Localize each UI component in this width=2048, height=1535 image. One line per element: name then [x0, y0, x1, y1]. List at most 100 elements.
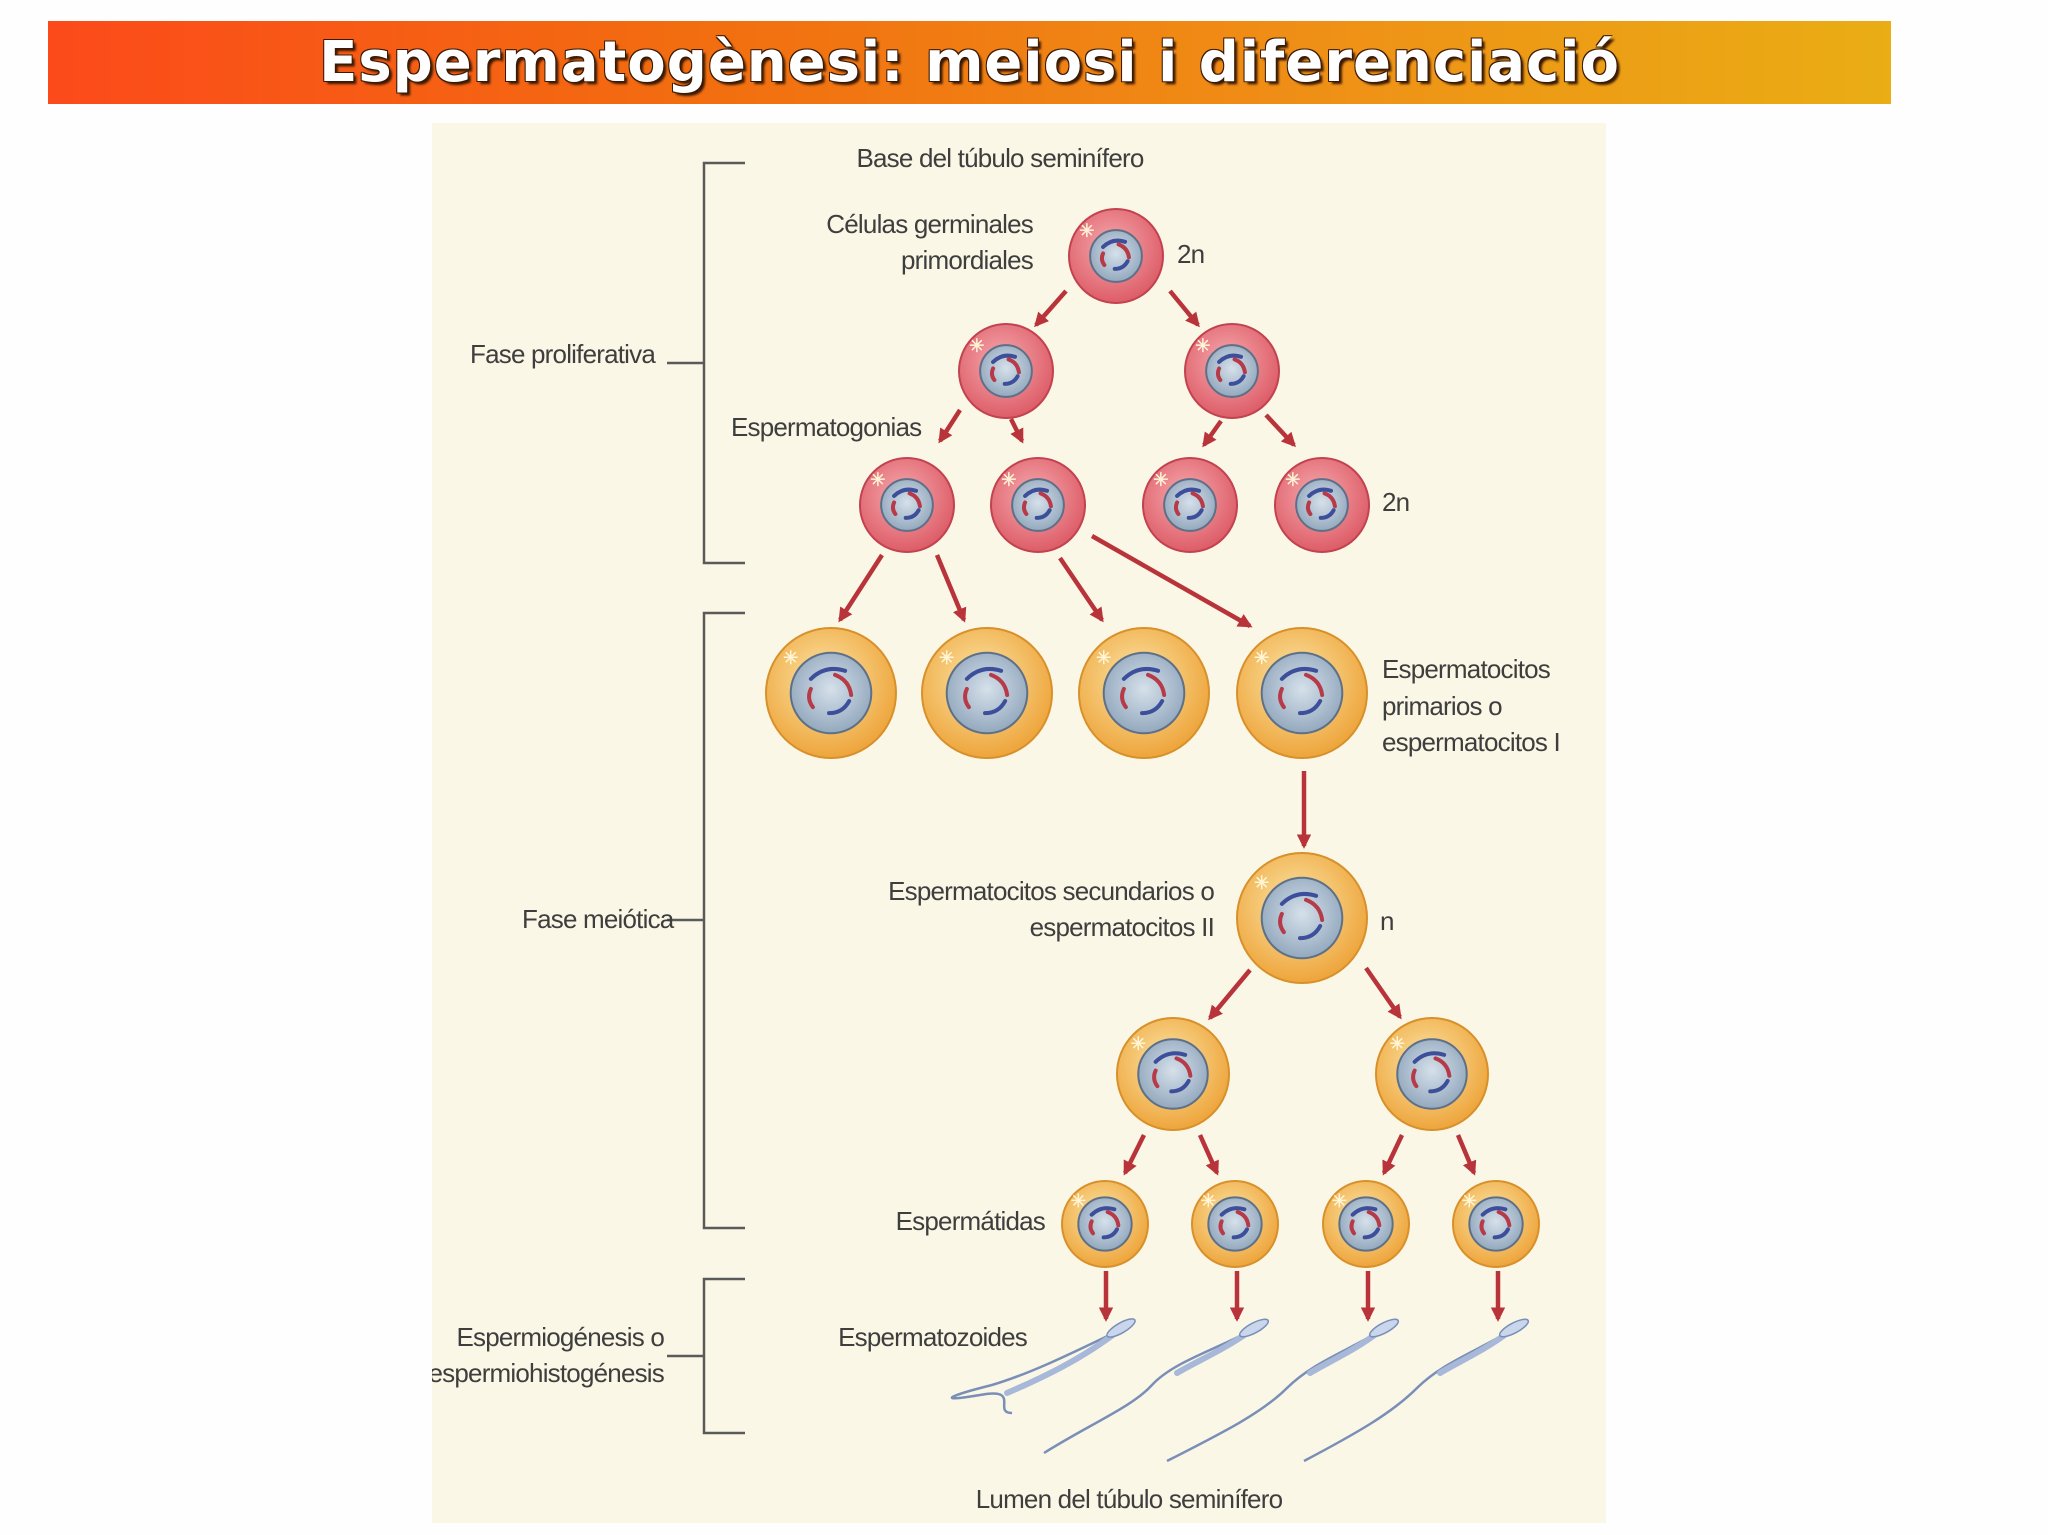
centrosome-icon	[969, 338, 984, 353]
label-primary-line3: espermatocitos I	[1382, 727, 1560, 757]
chromosome	[1349, 1219, 1357, 1236]
chromosome	[1002, 374, 1020, 386]
chromosome	[1034, 508, 1052, 520]
nucleus	[945, 651, 1029, 735]
chromosome	[1217, 353, 1244, 364]
nucleus	[979, 344, 1033, 398]
chromosome	[982, 699, 1008, 716]
primary-spermatocyte-cell	[765, 627, 897, 759]
chromosome	[1350, 1206, 1378, 1217]
nucleus	[1260, 651, 1344, 735]
chromosome	[1186, 508, 1204, 520]
chromosome	[1366, 1210, 1382, 1228]
chromosome	[1152, 1068, 1160, 1089]
nucleus	[1163, 478, 1217, 532]
spermatid-cell	[1061, 1180, 1149, 1268]
label-primordial-line1: Células germinales	[826, 209, 1034, 239]
diagram-canvas: Base del túbulo seminífero Células germi…	[432, 143, 1561, 1514]
chromosome	[1006, 357, 1021, 375]
centrosome-icon	[870, 472, 885, 487]
chromosome	[1304, 672, 1325, 698]
chromosome	[1038, 491, 1053, 509]
label-base-tubule: Base del túbulo seminífero	[856, 143, 1143, 173]
arrow	[1202, 419, 1223, 448]
nucleus	[789, 651, 873, 735]
label-primary-line1: Espermatocitos	[1382, 654, 1551, 684]
chromosome	[1101, 1227, 1119, 1240]
chromosome	[1232, 357, 1247, 375]
centrosome-icon	[1285, 472, 1300, 487]
chromosome	[1112, 259, 1130, 271]
chromosome	[1480, 1206, 1508, 1217]
spermatogonium-cell	[859, 457, 955, 553]
centrosome-icon	[1001, 472, 1016, 487]
chromosome	[1099, 251, 1107, 268]
chromosome	[1169, 1078, 1191, 1094]
arrow	[1008, 417, 1025, 444]
chromosome	[1218, 1219, 1226, 1236]
chromosome	[1307, 487, 1334, 498]
centrosome-icon	[1131, 1036, 1146, 1051]
cells	[765, 208, 1540, 1268]
chromosome	[1174, 1056, 1193, 1078]
centrosome-icon	[1096, 650, 1111, 665]
centrosome-icon	[1332, 1193, 1347, 1208]
secondary-spermatocyte-cell	[1236, 852, 1368, 984]
chromosome	[833, 672, 854, 698]
centrosome-icon	[1462, 1193, 1477, 1208]
label-fase-proliferativa: Fase proliferativa	[470, 339, 656, 369]
label-secondary-line1: Espermatocitos secundarios o	[888, 876, 1214, 906]
primary-spermatocyte-cell	[1078, 627, 1210, 759]
chromosome	[1120, 686, 1128, 710]
chromosome	[892, 487, 919, 498]
arrow	[1168, 289, 1200, 328]
chromosome	[1278, 686, 1286, 710]
chromosome	[1121, 666, 1161, 681]
spermatid-cell	[1191, 1180, 1279, 1268]
chromosome	[991, 353, 1018, 364]
centrosome-icon	[1153, 472, 1168, 487]
chromosome	[1088, 1219, 1096, 1236]
centrosome-icon	[1071, 1193, 1086, 1208]
nucleus	[1295, 478, 1349, 532]
chromosome	[1322, 491, 1337, 509]
nucleus	[1468, 1196, 1524, 1252]
chromosome	[1411, 1068, 1419, 1089]
chromosome	[1492, 1227, 1510, 1240]
chromosome	[989, 672, 1010, 698]
centrosome-icon	[1254, 650, 1269, 665]
arrow	[1264, 413, 1296, 448]
chromosome	[963, 686, 971, 710]
centrosome-icon	[783, 650, 798, 665]
chromosome	[1496, 1210, 1512, 1228]
chromosome	[1479, 1219, 1486, 1236]
label-primary-line2: primarios o	[1382, 691, 1502, 721]
nucleus	[880, 478, 934, 532]
nucleus	[1077, 1196, 1133, 1252]
chromosome	[1433, 1056, 1452, 1078]
nucleus	[1011, 478, 1065, 532]
spermatid-cell	[1322, 1180, 1410, 1268]
title-bar: Espermatogènesi: meiosi i diferenciació	[48, 21, 1891, 104]
chromosome	[1228, 374, 1246, 386]
bracket-spermiogenesis	[667, 1277, 745, 1435]
chromosome	[1318, 508, 1336, 520]
chromosome	[1279, 666, 1319, 681]
primary-spermatocyte-cell	[1236, 627, 1368, 759]
arrow	[1455, 1134, 1477, 1176]
primordial-germ-cell	[1068, 208, 1164, 304]
arrow	[1090, 534, 1253, 628]
chromosome	[1089, 1206, 1117, 1217]
phase-brackets	[667, 161, 745, 1435]
chromosome	[1297, 924, 1323, 941]
label-spermiogenesis-line1: Espermiogénesis o	[456, 1322, 664, 1352]
arrow	[1058, 556, 1104, 623]
nucleus	[1205, 344, 1259, 398]
bracket-meiotic	[667, 611, 745, 1230]
spermatogonium-cell	[1274, 457, 1370, 553]
centrosome-icon	[1201, 1193, 1216, 1208]
chromosome	[1305, 500, 1313, 517]
spermatogenesis-diagram: Base del túbulo seminífero Células germi…	[432, 123, 1606, 1523]
chromosome	[1278, 911, 1286, 935]
label-fase-meiotica: Fase meiótica	[522, 904, 675, 934]
